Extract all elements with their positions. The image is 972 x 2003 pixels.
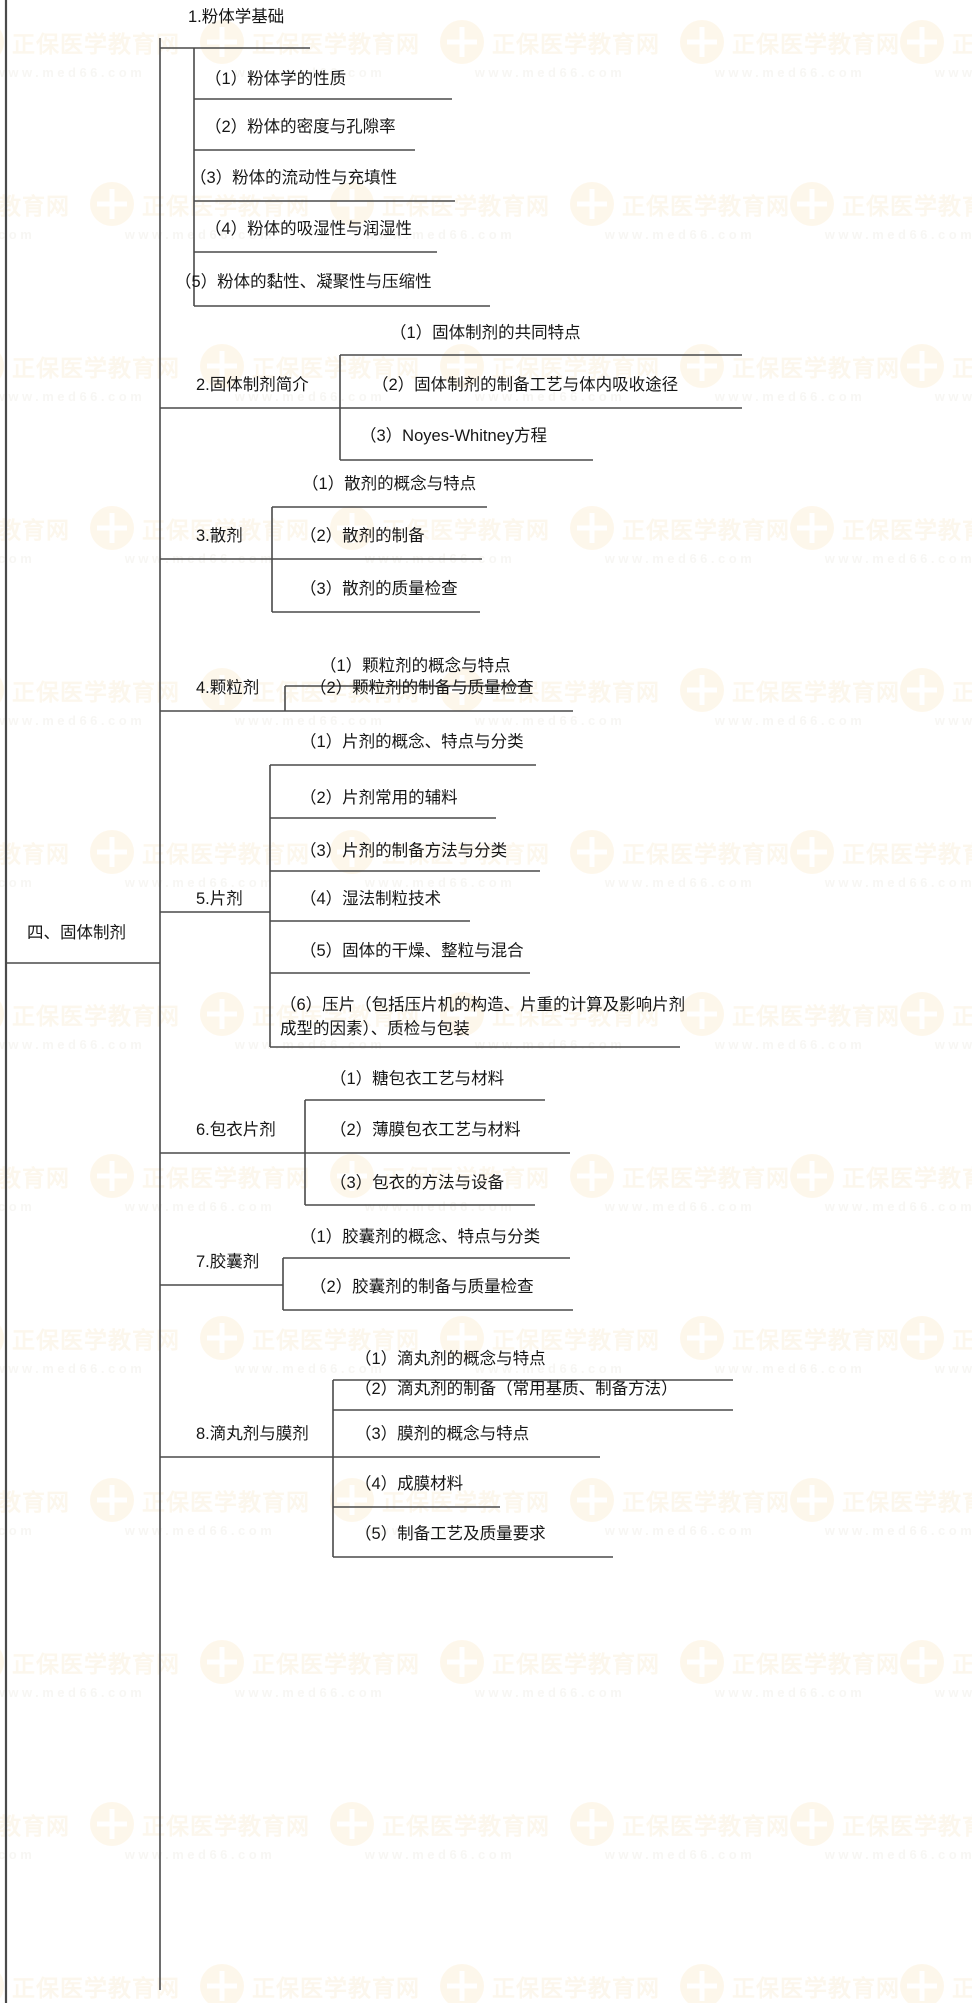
leaf-label-5-1[interactable]: （1）片剂的概念、特点与分类 bbox=[300, 733, 524, 751]
branch-label-4[interactable]: 4.颗粒剂 bbox=[196, 679, 260, 697]
leaf-label-1-4[interactable]: （4）粉体的吸湿性与润湿性 bbox=[205, 220, 413, 238]
leaf-label-5-6[interactable]: （6）压片（包括压片机的构造、片重的计算及影响片剂成型的因素）、质检与包装 bbox=[280, 996, 686, 1038]
leaf-label-3-3[interactable]: （3）散剂的质量检查 bbox=[300, 580, 458, 598]
branch-label-1[interactable]: 1.粉体学基础 bbox=[188, 8, 285, 26]
branch-label-5[interactable]: 5.片剂 bbox=[196, 890, 243, 908]
leaf-label-8-4[interactable]: （4）成膜材料 bbox=[355, 1475, 464, 1493]
leaf-label-7-1[interactable]: （1）胶囊剂的概念、特点与分类 bbox=[300, 1228, 541, 1246]
leaf-label-8-1[interactable]: （1）滴丸剂的概念与特点 bbox=[355, 1350, 546, 1368]
leaf-label-2-2[interactable]: （2）固体制剂的制备工艺与体内吸收途径 bbox=[372, 376, 679, 394]
leaf-label-8-2[interactable]: （2）滴丸剂的制备（常用基质、制备方法） bbox=[355, 1380, 678, 1398]
leaf-label-1-2[interactable]: （2）粉体的密度与孔隙率 bbox=[205, 118, 396, 136]
branch-label-3[interactable]: 3.散剂 bbox=[196, 527, 243, 545]
leaf-label-1-1[interactable]: （1）粉体学的性质 bbox=[205, 70, 347, 88]
leaf-label-6-1[interactable]: （1）糖包衣工艺与材料 bbox=[330, 1070, 505, 1088]
leaf-label-8-5[interactable]: （5）制备工艺及质量要求 bbox=[355, 1525, 546, 1543]
leaf-label-4-2[interactable]: （2）颗粒剂的制备与质量检查 bbox=[310, 679, 534, 697]
leaf-label-7-2[interactable]: （2）胶囊剂的制备与质量检查 bbox=[310, 1278, 534, 1296]
leaf-label-6-3[interactable]: （3）包衣的方法与设备 bbox=[330, 1174, 505, 1192]
leaf-label-1-5[interactable]: （5）粉体的黏性、凝聚性与压缩性 bbox=[175, 273, 432, 291]
root-node-label[interactable]: 四、固体制剂 bbox=[27, 924, 126, 942]
leaf-label-5-2[interactable]: （2）片剂常用的辅料 bbox=[300, 789, 458, 807]
leaf-label-2-3[interactable]: （3）Noyes-Whitney方程 bbox=[360, 427, 548, 445]
leaf-label-6-2[interactable]: （2）薄膜包衣工艺与材料 bbox=[330, 1121, 521, 1139]
branch-label-6[interactable]: 6.包衣片剂 bbox=[196, 1121, 276, 1139]
leaf-label-5-5[interactable]: （5）固体的干燥、整粒与混合 bbox=[300, 942, 524, 960]
leaf-label-5-3[interactable]: （3）片剂的制备方法与分类 bbox=[300, 842, 508, 860]
leaf-label-4-1[interactable]: （1）颗粒剂的概念与特点 bbox=[320, 657, 511, 675]
leaf-label-3-1[interactable]: （1）散剂的概念与特点 bbox=[302, 475, 477, 493]
leaf-label-5-4[interactable]: （4）湿法制粒技术 bbox=[300, 890, 442, 908]
branch-label-2[interactable]: 2.固体制剂简介 bbox=[196, 376, 309, 394]
leaf-label-2-1[interactable]: （1）固体制剂的共同特点 bbox=[390, 324, 581, 342]
branch-label-7[interactable]: 7.胶囊剂 bbox=[196, 1253, 260, 1271]
leaf-label-1-3[interactable]: （3）粉体的流动性与充填性 bbox=[190, 169, 398, 187]
branch-label-8[interactable]: 8.滴丸剂与膜剂 bbox=[196, 1425, 309, 1443]
leaf-label-8-3[interactable]: （3）膜剂的概念与特点 bbox=[355, 1425, 530, 1443]
leaf-label-3-2[interactable]: （2）散剂的制备 bbox=[300, 527, 425, 545]
